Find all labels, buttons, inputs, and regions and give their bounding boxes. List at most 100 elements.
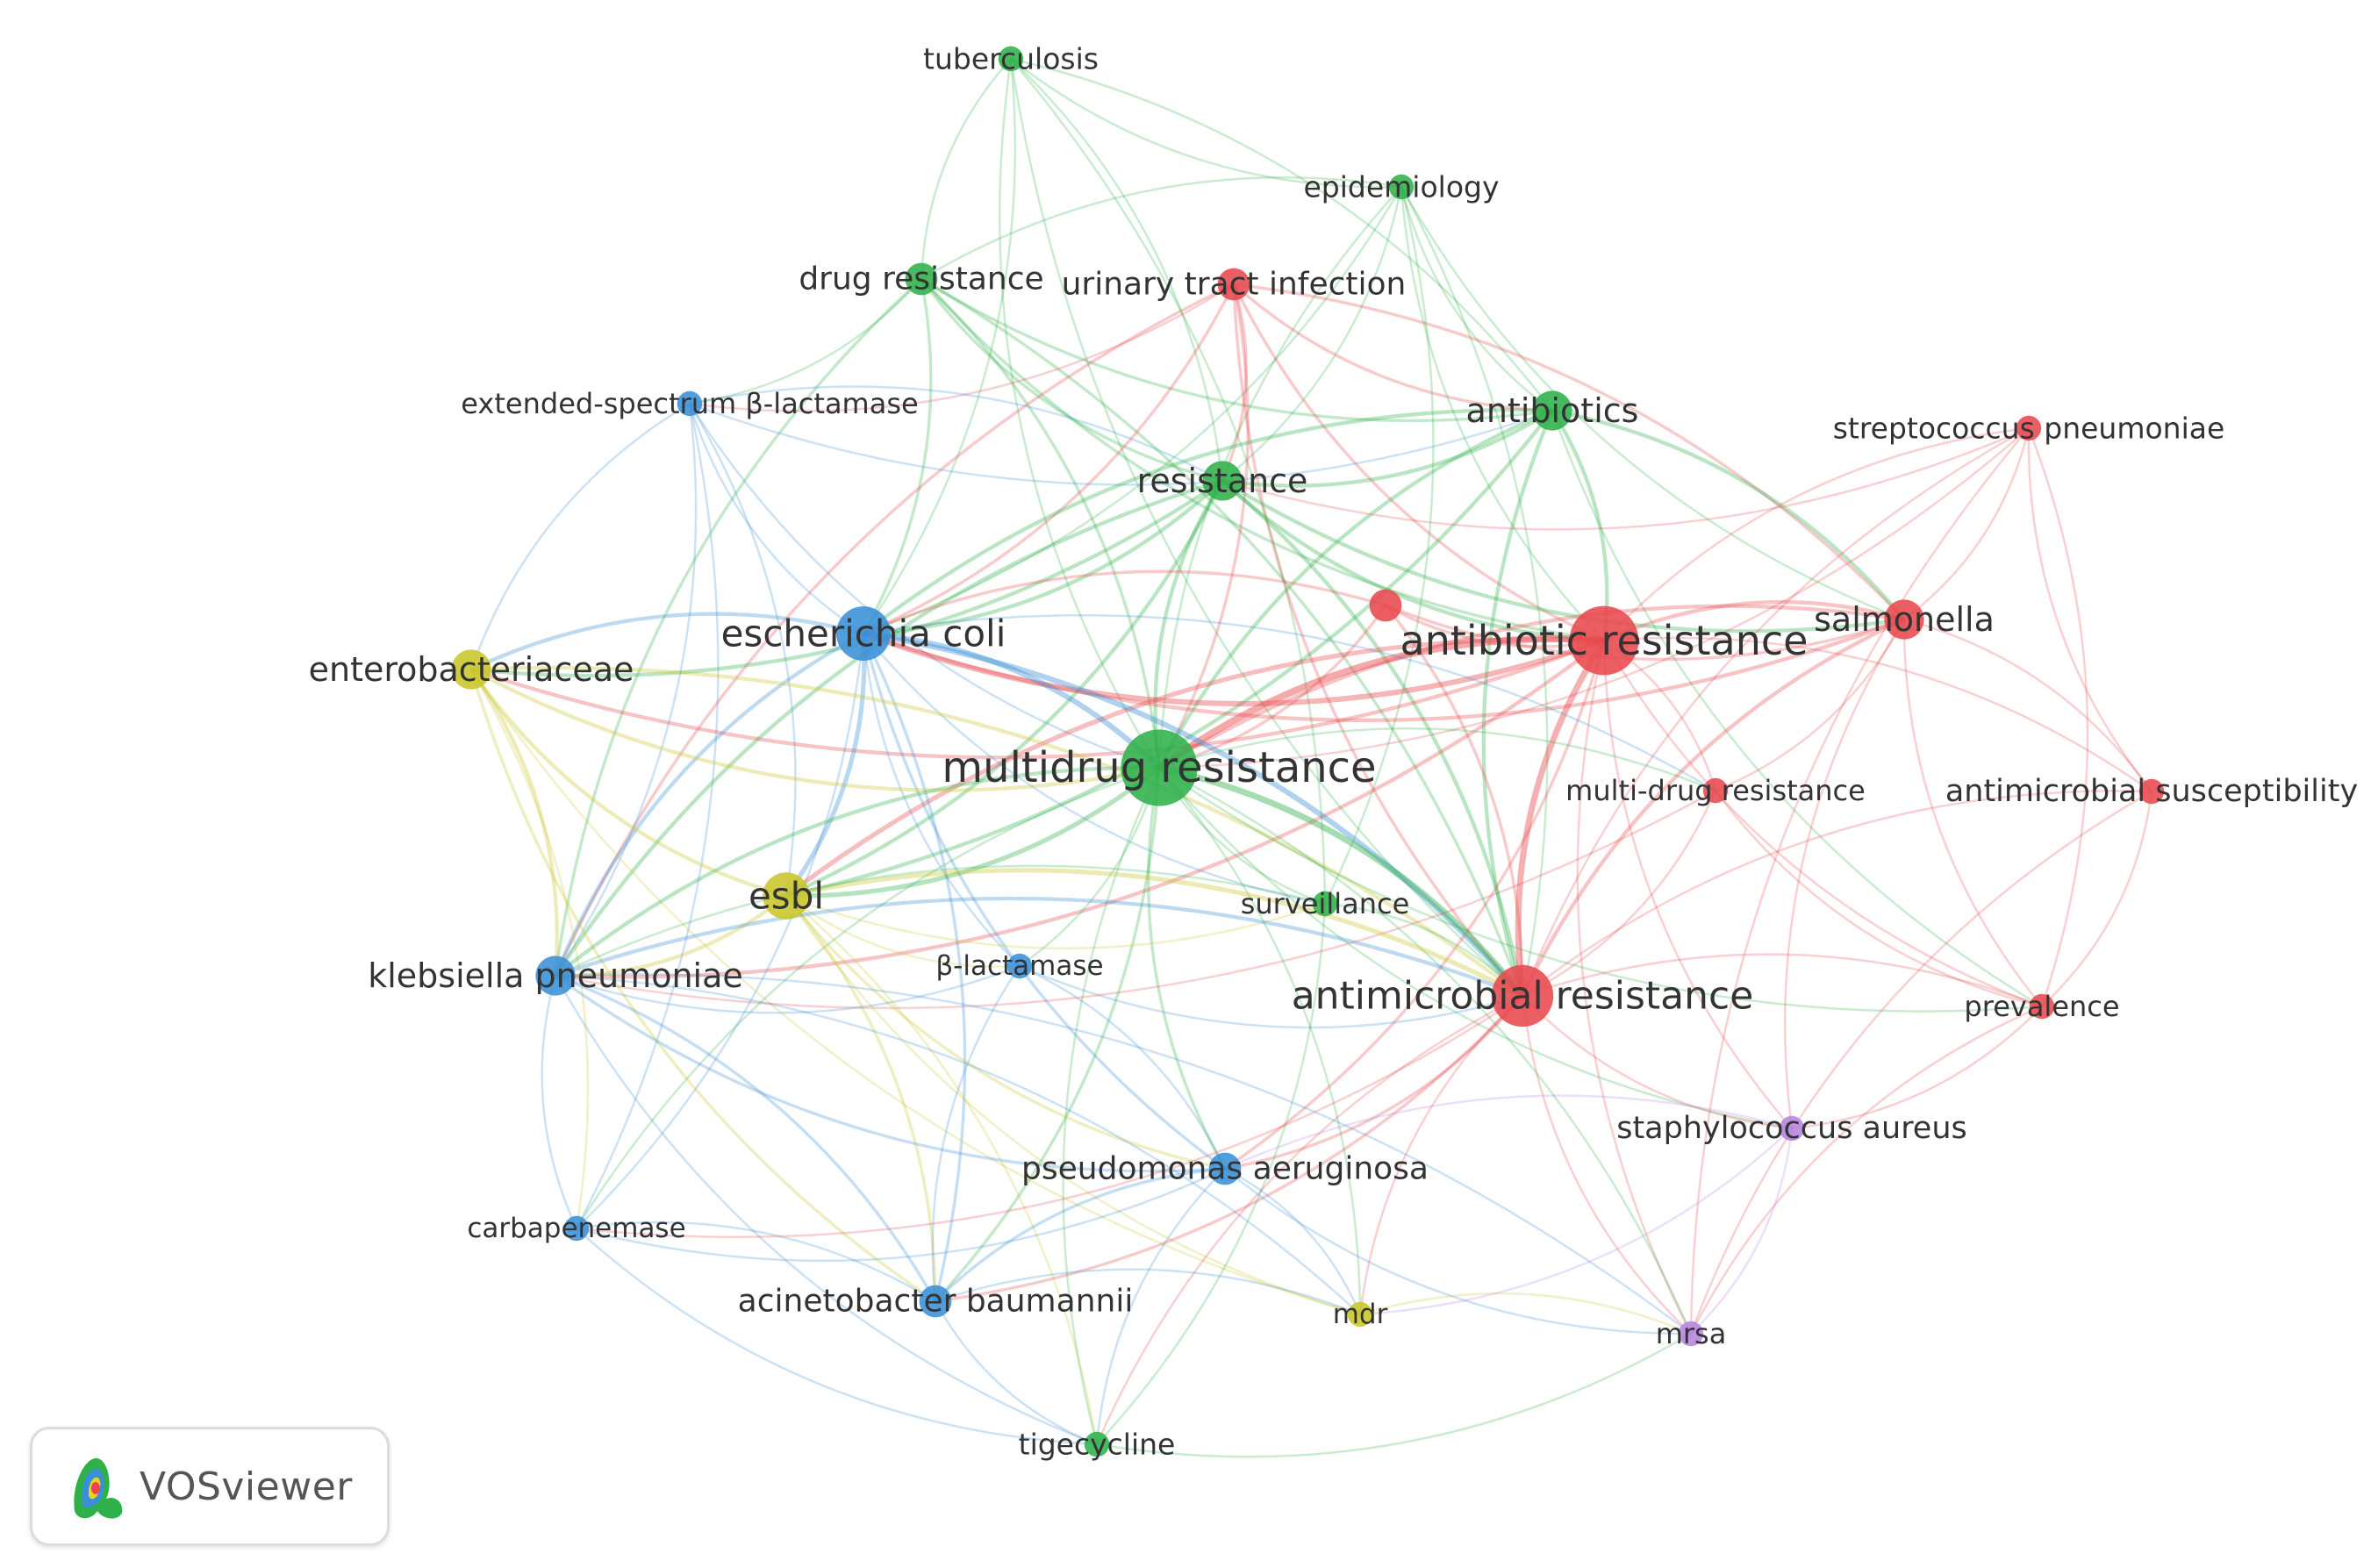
node-prevalence[interactable] [2029,993,2055,1020]
link-epidemiology-antibiotic_resistance [1400,186,1605,641]
link-enterobacteriaceae-mdr [469,669,1361,1316]
link-pseudomonas-mdr [1224,1167,1362,1315]
link-antimicrobial_susc-prevalence [2041,791,2153,1007]
label-klebsiella: klebsiella pneumoniae [368,956,743,995]
link-drug_resistance-esbl_full [689,278,922,405]
link-esbl_full-enterobacteriaceae [469,402,691,670]
link-blactamase-pseudomonas [1019,964,1227,1170]
link-resistance-klebsiella [554,478,1223,977]
node-amr[interactable] [1491,964,1554,1027]
node-esbl_full[interactable] [677,390,703,417]
link-antibiotic_resistance-mdr_main [1157,635,1605,771]
link-unlabeled_red-ecoli [863,569,1386,635]
link-antibiotic_resistance-pseudomonas [1224,640,1606,1171]
label-strep: streptococcus pneumoniae [1833,412,2225,446]
link-tuberculosis-ecoli [862,58,1017,634]
node-mdr[interactable] [1347,1301,1373,1328]
link-pseudomonas-tigecycline [1095,1168,1226,1445]
link-tigecycline-mrsa [1096,1332,1692,1458]
link-mdr_main-mrsa [1158,766,1693,1335]
link-antibiotics-salmonella [1551,408,1906,621]
label-saureus: staphylococcus aureus [1616,1111,1967,1146]
node-antibiotic_resistance[interactable] [1569,605,1639,676]
link-amr-pseudomonas [1224,994,1524,1171]
node-strep[interactable] [2016,415,2042,441]
node-tuberculosis[interactable] [998,46,1024,72]
link-drug_resistance-ecoli [862,278,933,634]
link-antibiotics-ecoli [862,408,1553,635]
node-salmonella[interactable] [1884,599,1924,640]
link-salmonella-multi_drug [1715,619,1906,792]
link-prevalence-saureus [1791,1006,2043,1130]
link-antibiotics-esbl [785,409,1554,899]
node-epidemiology[interactable] [1388,174,1415,200]
label-esbl: esbl [748,875,824,918]
link-multi_drug-amr [1522,790,1717,998]
node-drug_resistance[interactable] [905,262,938,296]
link-carbapenemase-acinetobacter [576,1221,936,1303]
link-antibiotic_resistance-salmonella [1603,599,1905,642]
label-uti: urinary tract infection [1062,267,1407,303]
label-tuberculosis: tuberculosis [923,42,1099,76]
label-esbl_full: extended-spectrum β-lactamase [461,387,918,420]
node-tigecycline[interactable] [1084,1431,1110,1457]
link-strep-resistance [1221,426,2030,531]
link-ecoli-esbl [784,633,867,898]
node-antibiotics[interactable] [1532,390,1572,431]
node-saureus[interactable] [1779,1115,1805,1142]
link-uti-klebsiella [554,283,1235,977]
node-mdr_main[interactable] [1121,729,1198,806]
link-ecoli-blactamase [862,633,1021,967]
link-klebsiella-acinetobacter [555,974,937,1302]
link-ecoli-enterobacteriaceae [470,612,864,671]
link-prevalence-mrsa [1689,1005,2043,1335]
link-acinetobacter-tigecycline [934,1300,1098,1446]
link-ecoli-acinetobacter [862,633,967,1302]
node-carbapenemase[interactable] [563,1215,590,1242]
link-antibiotics-mdr_main [1157,409,1553,770]
node-surveillance[interactable] [1312,891,1338,917]
link-strep-antibiotic_resistance [1603,426,2030,641]
label-epidemiology: epidemiology [1303,170,1499,204]
node-mrsa[interactable] [1678,1321,1704,1347]
link-ecoli-multi_drug [863,613,1716,792]
link-antibiotics-prevalence [1551,410,2043,1008]
link-saureus-mdr [1359,1128,1793,1316]
link-tuberculosis-surveillance [1010,58,1327,905]
node-esbl[interactable] [763,872,810,920]
link-klebsiella-mdr [555,974,1361,1315]
link-uti-mdr_main [1157,283,1250,769]
link-esbl-tigecycline [785,895,1099,1445]
node-acinetobacter[interactable] [919,1285,952,1318]
node-uti[interactable] [1217,268,1250,301]
node-multi_drug[interactable] [1702,777,1729,804]
link-strep-salmonella [1903,427,2031,620]
node-pseudomonas[interactable] [1208,1152,1242,1185]
node-unlabeled_red[interactable] [1369,589,1402,622]
link-drug_resistance-amr [920,277,1524,997]
node-resistance[interactable] [1202,461,1243,501]
node-ecoli[interactable] [836,606,891,661]
link-amr-acinetobacter [935,994,1524,1303]
link-mdr_main-prevalence [1158,766,2043,1013]
node-klebsiella[interactable] [535,956,576,996]
link-multi_drug-klebsiella [555,789,1716,1010]
link-drug_resistance-antibiotics [920,277,1553,423]
node-blactamase[interactable] [1006,953,1033,979]
link-salmonella-prevalence [1902,619,2043,1007]
link-tuberculosis-epidemiology [1010,58,1402,189]
link-salmonella-mdr_main [1157,604,1905,770]
label-antibiotic_resistance: antibiotic resistance [1400,617,1809,664]
link-epidemiology-ecoli [863,186,1403,635]
node-antimicrobial_susc[interactable] [2138,778,2165,805]
link-mdr_main-saureus [1158,767,1793,1130]
link-antibiotic_resistance-enterobacteriaceae [470,638,1605,760]
node-enterobacteriaceae[interactable] [451,649,491,690]
link-esbl_full-ecoli [688,403,864,635]
link-strep-antimicrobial_susc [2027,427,2152,792]
link-uti-ecoli [863,283,1236,635]
label-mdr: mdr [1333,1299,1388,1330]
link-klebsiella-blactamase [555,964,1021,1014]
link-esbl_full-klebsiella [554,403,698,977]
link-ecoli-mdr_main [863,630,1162,770]
